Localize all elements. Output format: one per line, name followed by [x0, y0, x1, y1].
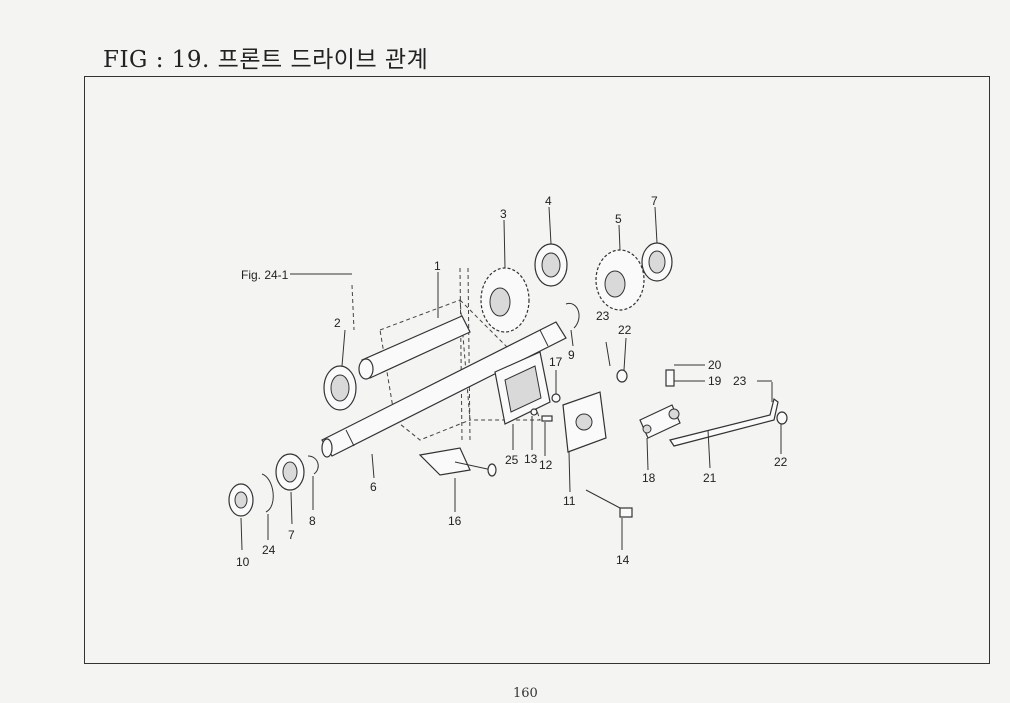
- seal-10: [228, 483, 254, 517]
- gear-5: [595, 249, 645, 311]
- main-shaft: [321, 321, 567, 458]
- label-20: 20: [708, 358, 722, 372]
- label-5: 5: [615, 212, 622, 226]
- lever-18: [639, 404, 681, 439]
- bearing-7-upper: [641, 242, 673, 282]
- snap-ring-8: [307, 455, 319, 475]
- bearing-7-lower: [275, 453, 305, 491]
- label-2: 2: [334, 316, 341, 330]
- label-8: 8: [309, 514, 316, 528]
- page-number: 160: [513, 686, 538, 701]
- label-3: 3: [500, 207, 507, 221]
- label-21: 21: [703, 471, 717, 485]
- washer-22a: [616, 369, 628, 383]
- bolt-14: [585, 489, 633, 518]
- fork-16: [418, 447, 497, 477]
- label-11: 11: [563, 494, 576, 508]
- bearing-2: [323, 365, 357, 411]
- label-24: 24: [262, 543, 276, 557]
- housing-outline: [351, 267, 541, 441]
- leader-lines: [240, 206, 782, 551]
- label-22a: 22: [618, 323, 632, 337]
- label-16: 16: [448, 514, 462, 528]
- gear-3: [480, 267, 530, 333]
- label-18: 18: [642, 471, 656, 485]
- label-14: 14: [616, 553, 630, 567]
- snap-ring-9: [565, 302, 580, 329]
- bearing-4: [534, 243, 568, 287]
- label-22b: 22: [774, 455, 788, 469]
- part-12: [541, 415, 553, 422]
- label-6: 6: [370, 480, 377, 494]
- label-10: 10: [236, 555, 250, 569]
- label-23b: 23: [733, 374, 747, 388]
- label-7a: 7: [651, 194, 658, 208]
- washer-22b: [776, 411, 788, 425]
- pin-19: [665, 369, 675, 387]
- upper-shaft: [358, 315, 471, 380]
- label-25: 25: [505, 453, 519, 467]
- flange-11: [562, 391, 607, 453]
- label-7b: 7: [288, 528, 295, 542]
- label-13: 13: [524, 452, 538, 466]
- rod-21: [669, 397, 779, 447]
- label-12: 12: [539, 458, 553, 472]
- label-4: 4: [545, 194, 552, 208]
- snap-ring-24: [261, 473, 274, 513]
- part-13: [530, 408, 538, 416]
- label-19: 19: [708, 374, 722, 388]
- diagram-frame: [84, 76, 990, 664]
- cover-25: [494, 351, 551, 425]
- part-17: [551, 393, 561, 403]
- pin-23a: [605, 341, 611, 367]
- ref-label: Fig. 24-1: [241, 268, 289, 282]
- figure-title: FIG : 19. 프론트 드라이브 관계: [103, 47, 429, 73]
- label-17: 17: [549, 355, 563, 369]
- label-23a: 23: [596, 309, 610, 323]
- label-9: 9: [568, 348, 575, 362]
- label-1: 1: [434, 259, 441, 273]
